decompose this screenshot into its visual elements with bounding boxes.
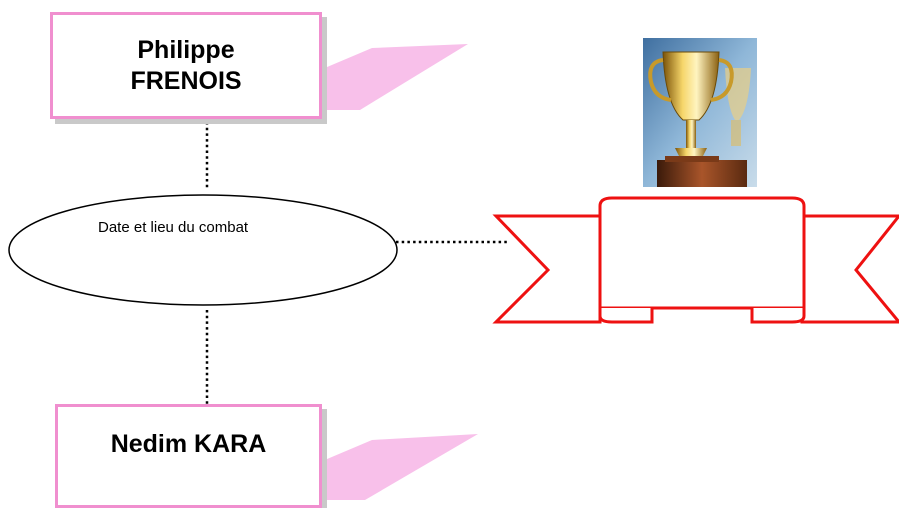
trophy-icon <box>643 38 757 187</box>
event-ellipse <box>8 194 398 306</box>
pink-flag-bottom <box>320 434 478 500</box>
competitor-box-top: Philippe FRENOIS <box>50 12 322 119</box>
pink-flag-top <box>320 44 468 110</box>
ribbon-banner <box>492 196 899 324</box>
competitor-top-firstname: Philippe <box>137 36 235 64</box>
competitor-top-lastname: FRENOIS <box>130 67 242 95</box>
event-label: Date et lieu du combat <box>98 219 249 236</box>
competitor-bottom-name: Nedim KARA <box>110 430 267 458</box>
competitor-box-bottom: Nedim KARA <box>55 404 322 508</box>
